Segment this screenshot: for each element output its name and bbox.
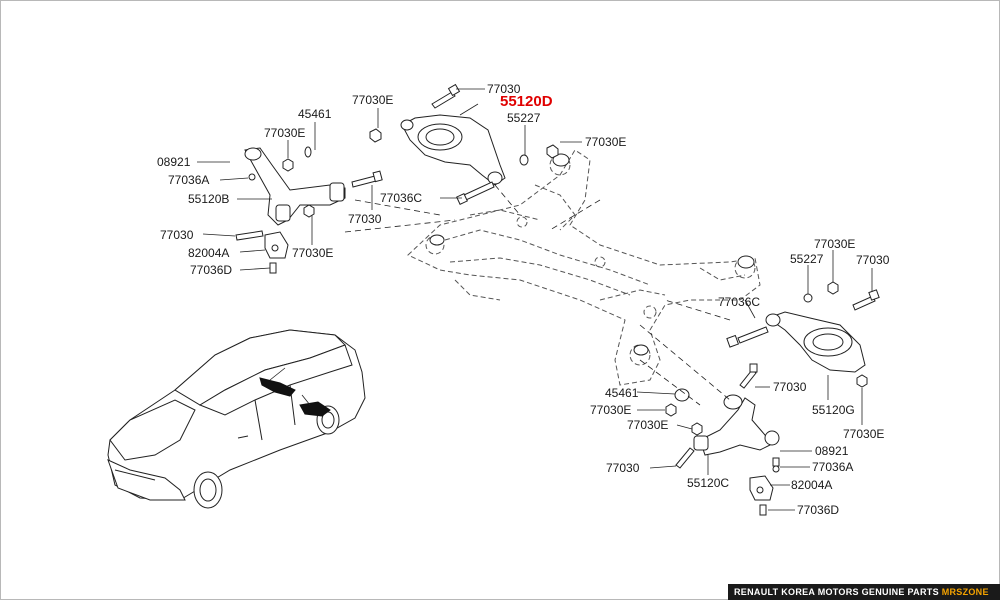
bolt-77030-right-icon bbox=[852, 289, 880, 311]
label-55227-right[interactable]: 55227 bbox=[790, 252, 824, 266]
lower-right-small-icons bbox=[665, 363, 780, 516]
label-77030-lower-left[interactable]: 77030 bbox=[606, 461, 640, 475]
bolt-77036c-top-icon bbox=[456, 181, 495, 205]
label-77030e-left-b[interactable]: 77030E bbox=[292, 246, 333, 260]
label-77030e-top-right[interactable]: 77030E bbox=[585, 135, 626, 149]
lower-arm-55120c[interactable] bbox=[693, 394, 780, 456]
label-77036c-right[interactable]: 77036C bbox=[718, 295, 760, 309]
label-77030-left-b[interactable]: 77030 bbox=[160, 228, 194, 242]
label-82004a-lower[interactable]: 82004A bbox=[791, 478, 832, 492]
footer-banner: RENAULT KOREA MOTORS GENUINE PARTS MRSZO… bbox=[728, 584, 1000, 600]
label-77030e-top[interactable]: 77030E bbox=[352, 93, 393, 107]
washer-55227-icon bbox=[519, 154, 529, 166]
upper-arm-55120g[interactable] bbox=[765, 311, 866, 373]
bracket-82004a-right-icon bbox=[749, 475, 774, 501]
nut-77030e-top-icon bbox=[369, 128, 382, 143]
label-77036c-top[interactable]: 77036C bbox=[380, 191, 422, 205]
label-55227-top[interactable]: 55227 bbox=[507, 111, 541, 125]
rear-subframe bbox=[407, 149, 761, 386]
label-55120c[interactable]: 55120C bbox=[687, 476, 729, 490]
label-77030-right[interactable]: 77030 bbox=[856, 253, 890, 267]
label-45461-lower[interactable]: 45461 bbox=[605, 386, 639, 400]
label-55120b[interactable]: 55120B bbox=[188, 192, 229, 206]
label-08921-left[interactable]: 08921 bbox=[157, 155, 191, 169]
label-08921-lower[interactable]: 08921 bbox=[815, 444, 849, 458]
label-77030e-lower-b[interactable]: 77030E bbox=[627, 418, 668, 432]
nut-left-icons bbox=[248, 146, 315, 218]
label-77036d-left[interactable]: 77036D bbox=[190, 263, 232, 277]
leader-lines bbox=[197, 88, 873, 511]
bolt-77030-left-icon bbox=[235, 230, 264, 241]
bracket-82004a-icon bbox=[264, 231, 289, 259]
bolt-77030-left2-icon bbox=[351, 170, 383, 188]
label-77036a-left[interactable]: 77036A bbox=[168, 173, 209, 187]
label-77030e-lower[interactable]: 77030E bbox=[590, 403, 631, 417]
label-77036a-lower[interactable]: 77036A bbox=[812, 460, 853, 474]
car-illustration bbox=[107, 329, 366, 509]
upper-arm-55120d[interactable] bbox=[400, 114, 506, 186]
label-77036d-lower[interactable]: 77036D bbox=[797, 503, 839, 517]
nut-77030e-right-icon bbox=[546, 144, 559, 159]
label-55120d[interactable]: 55120D bbox=[500, 93, 553, 110]
label-55120g[interactable]: 55120G bbox=[812, 403, 855, 417]
label-77030e-right[interactable]: 77030E bbox=[814, 237, 855, 251]
assembly-lines bbox=[344, 184, 731, 406]
label-82004a-left[interactable]: 82004A bbox=[188, 246, 229, 260]
label-77030-top[interactable]: 77030 bbox=[487, 82, 521, 96]
bolt-77036c-right-icon bbox=[726, 326, 769, 348]
lower-arm-55120b[interactable] bbox=[244, 147, 346, 226]
bolt-77036d-left-icon bbox=[269, 262, 277, 274]
label-77030-left-a[interactable]: 77030 bbox=[348, 212, 382, 226]
label-77030-lower[interactable]: 77030 bbox=[773, 380, 807, 394]
bolt-77030-top-icon bbox=[431, 83, 461, 109]
footer-text: RENAULT KOREA MOTORS GENUINE PARTS bbox=[734, 587, 939, 597]
label-45461-left[interactable]: 45461 bbox=[298, 107, 332, 121]
footer-brand: MRSZONE bbox=[941, 587, 989, 597]
label-77030e-left[interactable]: 77030E bbox=[264, 126, 305, 140]
label-77030e-right-b[interactable]: 77030E bbox=[843, 427, 884, 441]
